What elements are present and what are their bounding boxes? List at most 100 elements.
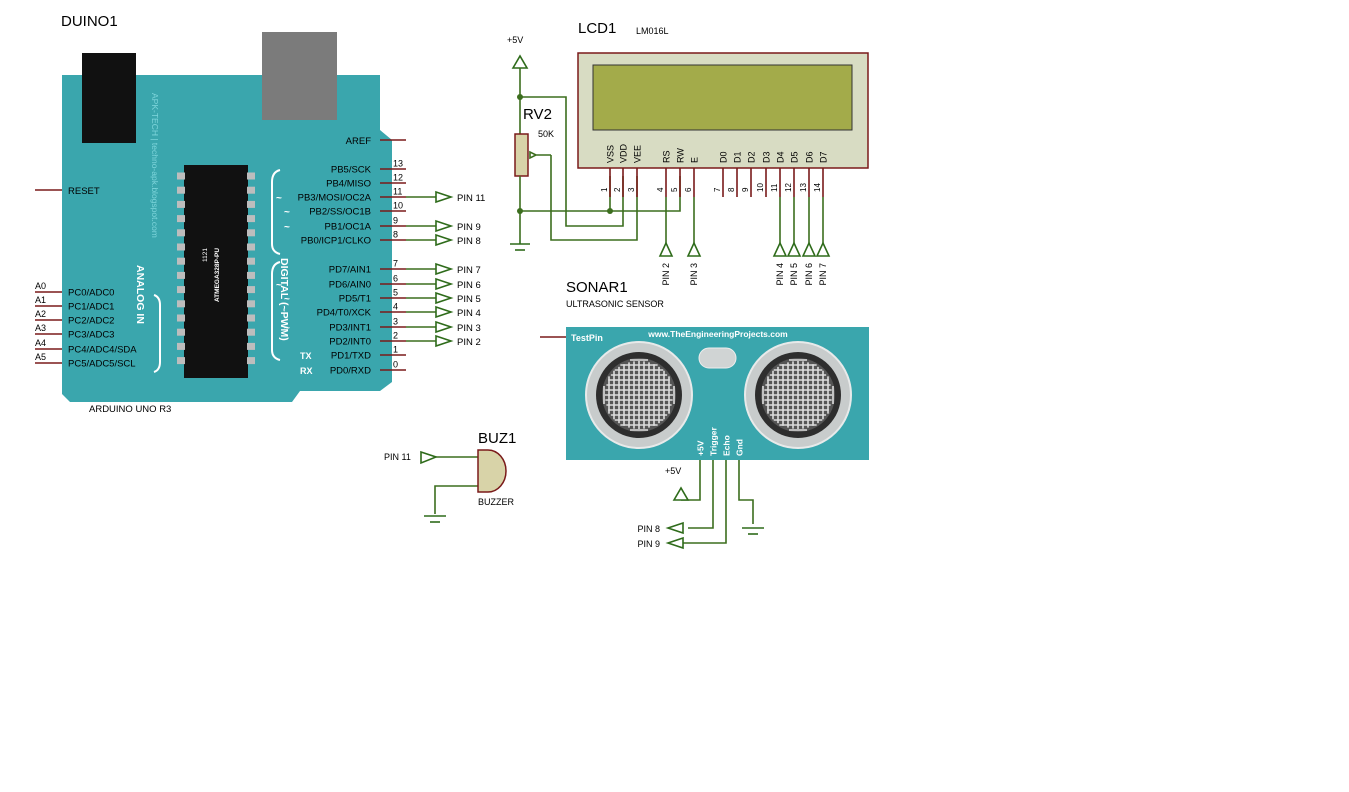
sonar-component[interactable]: SONAR1 ULTRASONIC SENSOR TestPin www.The… <box>540 279 869 544</box>
arduino-component[interactable]: DUINO1 APK-TECH | techno-apk.blogspot.co… <box>35 13 406 415</box>
pwm-tilde: ~ <box>284 222 290 233</box>
lcd-pin-name: VEE <box>633 145 643 163</box>
arduino-digital-pin-name: PD5/T1 <box>339 294 371 305</box>
buzzer-component[interactable]: BUZ1 PIN 11 BUZZER <box>384 430 516 523</box>
pwm-tilde: ~ <box>284 323 290 334</box>
arduino-analog-pin-name: PC5/ADC5/SCL <box>68 359 136 370</box>
arduino-terminal[interactable]: PIN 2 <box>435 334 481 348</box>
arduino-analog-pin-number: A5 <box>35 352 46 362</box>
lcd-terminal-label: PIN 6 <box>804 263 814 286</box>
arduino-terminal[interactable]: PIN 3 <box>435 320 481 334</box>
lcd-pin-number: 1 <box>600 187 609 192</box>
arduino-analog-pin[interactable]: PC5/ADC5/SCL A5 <box>35 352 136 370</box>
arduino-digital-pin-name: PB3/MOSI/OC2A <box>298 193 372 204</box>
sonar-terminal[interactable]: PIN 9 <box>637 536 684 550</box>
atmega-chip <box>184 165 248 378</box>
sonar-crystal <box>698 347 737 369</box>
arduino-terminal[interactable]: PIN 11 <box>435 190 485 204</box>
lcd-pin[interactable]: D18 <box>727 151 743 197</box>
lcd-pin-number: 6 <box>684 187 693 192</box>
lcd-terminal[interactable]: PIN 2 <box>658 241 674 286</box>
chip-name: ATMEGA328P-PU <box>214 248 221 302</box>
potentiometer-component[interactable]: +5V RV2 50K <box>507 35 554 251</box>
arduino-digital-pin[interactable]: PD5/T15~ <box>284 288 406 306</box>
buzzer-ground-symbol <box>424 515 446 523</box>
lcd-pin-name: D1 <box>733 151 743 163</box>
chip-pin-right <box>247 271 255 279</box>
lcd-pin[interactable]: D29 <box>741 151 757 197</box>
arduino-terminal[interactable]: PIN 7 <box>435 262 481 276</box>
sonar-terminal[interactable]: PIN 8 <box>637 521 684 535</box>
lcd-terminal-label: PIN 5 <box>789 263 799 286</box>
arduino-terminal[interactable]: PIN 4 <box>435 305 481 319</box>
arduino-digital-pin-number: 12 <box>393 173 403 183</box>
chip-pin-left <box>177 186 185 194</box>
chip-pin-left <box>177 172 185 180</box>
arduino-analog-pin-number: A3 <box>35 323 46 333</box>
lcd-pin-name: D7 <box>819 151 829 163</box>
arduino-digital-pin-name: PD0/RXD <box>330 366 371 377</box>
lcd-pin-number: 13 <box>799 183 808 192</box>
chip-pin-left <box>177 342 185 350</box>
chip-pin-left <box>177 271 185 279</box>
arduino-digital-pin-name: PB2/SS/OC1B <box>309 207 371 218</box>
arduino-digital-pin-number: 9 <box>393 216 398 226</box>
lcd-terminal[interactable]: PIN 5 <box>786 241 802 286</box>
sonar-pin-label: Trigger <box>709 426 719 456</box>
lcd-pin-number: 7 <box>713 187 722 192</box>
buzzer-title: BUZ1 <box>478 430 516 447</box>
arduino-terminal[interactable]: PIN 5 <box>435 291 481 305</box>
chip-pin-left <box>177 328 185 336</box>
rx-label: RX <box>300 366 313 376</box>
pot-wiper <box>529 150 551 160</box>
lcd-pin[interactable]: RS4 <box>656 150 672 197</box>
chip-pin-left <box>177 215 185 223</box>
arduino-terminal[interactable]: PIN 6 <box>435 277 481 291</box>
lcd-terminal[interactable]: PIN 3 <box>686 241 702 286</box>
lcd-pin[interactable]: E6 <box>684 157 700 197</box>
lcd-terminal[interactable]: PIN 7 <box>815 241 831 286</box>
chip-pins <box>177 172 255 365</box>
lcd-screen <box>592 64 853 131</box>
arduino-terminal[interactable]: PIN 9 <box>435 219 481 233</box>
pot-supply-arrow <box>511 54 529 69</box>
arduino-digital-pin-name: PD4/T0/XCK <box>317 308 372 319</box>
chip-pin-right <box>247 314 255 322</box>
arduino-terminal[interactable]: PIN 8 <box>435 233 481 247</box>
lcd-component[interactable]: LCD1 LM016L VSS1VDD2VEE3RS4RW5E6D07D18D2… <box>577 20 869 197</box>
lcd-terminal[interactable]: PIN 6 <box>801 241 817 286</box>
lcd-pin[interactable]: D07 <box>713 151 729 197</box>
chip-pin-left <box>177 200 185 208</box>
lcd-pin[interactable]: RW5 <box>670 148 686 197</box>
lcd-terminal[interactable]: PIN 4 <box>772 241 788 286</box>
arduino-terminal-label: PIN 6 <box>457 280 481 291</box>
sonar-title: SONAR1 <box>566 279 628 296</box>
